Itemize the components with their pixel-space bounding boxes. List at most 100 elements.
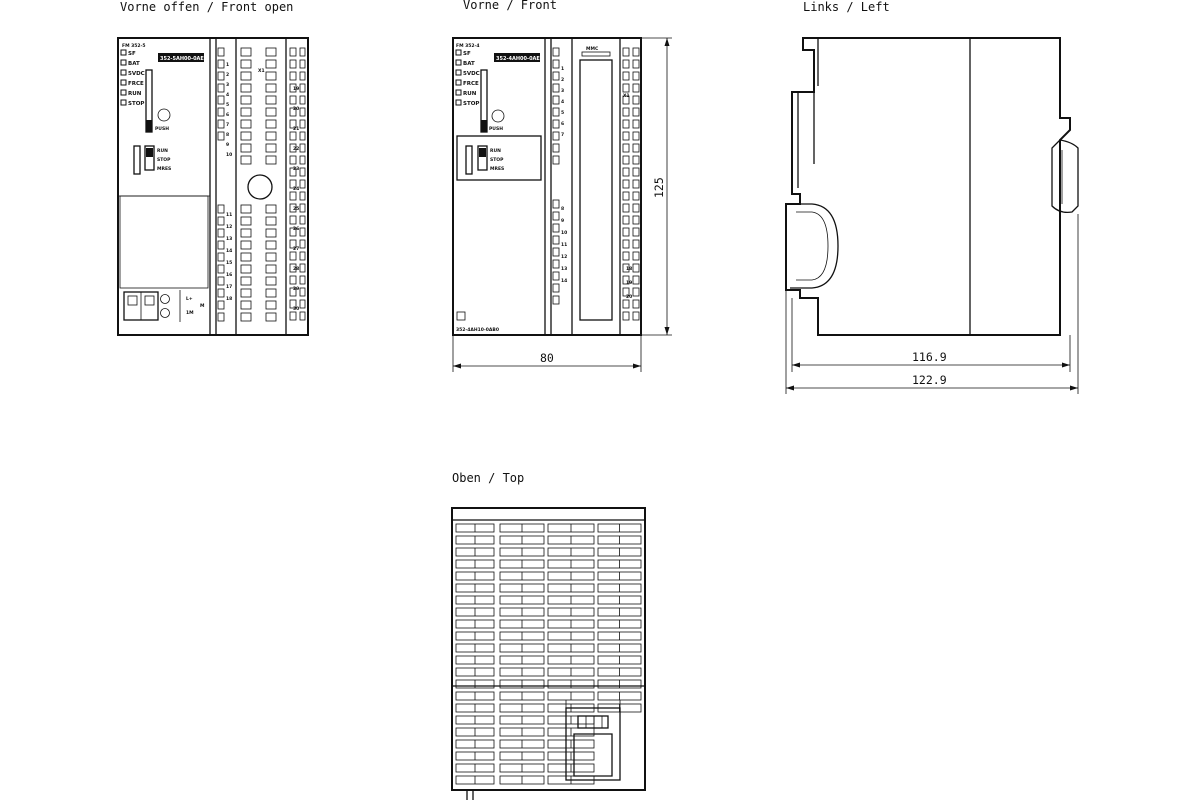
led-label: STOP	[128, 101, 144, 107]
connector-screw-icon	[247, 174, 273, 200]
mode-label: STOP	[490, 157, 504, 163]
terminal-cell	[240, 216, 252, 226]
mode-label: MRES	[490, 166, 504, 172]
terminal-cell	[240, 131, 252, 141]
terminal-cell	[632, 287, 640, 297]
terminal-cell	[622, 107, 630, 117]
terminal-cell	[632, 251, 640, 261]
terminal-cell	[552, 211, 560, 221]
top-view	[451, 507, 646, 800]
terminal-cell	[289, 155, 297, 165]
terminal-cell	[240, 107, 252, 117]
terminal-cell	[217, 252, 225, 262]
terminal-cell	[622, 155, 630, 165]
front-terminal-strip	[552, 47, 640, 321]
terminal-cell	[299, 239, 306, 249]
pin-number: 21	[293, 126, 299, 132]
terminal-cell	[552, 59, 560, 69]
pin-number: 14	[561, 278, 567, 284]
terminal-cell	[240, 95, 252, 105]
terminal-cell	[552, 283, 560, 293]
terminal-cell	[217, 288, 225, 298]
terminal-cell	[265, 155, 277, 165]
terminal-cell	[632, 71, 640, 81]
pin-number: 16	[226, 272, 232, 278]
terminal-cell	[632, 167, 640, 177]
terminal-cell	[622, 275, 630, 285]
terminal-cell	[265, 83, 277, 93]
terminal-cell	[299, 59, 306, 69]
terminal-cell	[265, 228, 277, 238]
led-label: 5VDC	[128, 71, 145, 77]
dimension-height-value: 125	[652, 177, 666, 198]
terminal-cell	[299, 83, 306, 93]
pin-number: 11	[226, 212, 232, 218]
push-label: PUSH	[155, 126, 169, 132]
terminal-cell	[622, 95, 630, 105]
terminal-label: M	[200, 303, 205, 309]
terminal-cell	[299, 191, 306, 201]
terminal-cell	[240, 300, 252, 310]
terminal-cell	[240, 312, 252, 322]
terminal-cell	[265, 276, 277, 286]
terminal-cell	[622, 167, 630, 177]
terminal-cell	[552, 131, 560, 141]
terminal-cell	[632, 191, 640, 201]
terminal-cell	[622, 299, 630, 309]
terminal-cell	[217, 300, 225, 310]
terminal-cell	[552, 235, 560, 245]
terminal-cell	[299, 71, 306, 81]
terminal-cell	[552, 107, 560, 117]
pin-number: 30	[293, 306, 299, 312]
pin-number: 7	[226, 122, 229, 128]
pin-number: 1	[226, 62, 229, 68]
pin-number: 10	[226, 152, 232, 158]
pin-number: 14	[226, 248, 232, 254]
terminal-label: 1M	[186, 310, 194, 316]
dimension-width-value: 80	[540, 351, 554, 365]
terminal-cell	[240, 228, 252, 238]
title-top: Oben / Top	[452, 471, 524, 485]
terminal-cell	[552, 223, 560, 233]
pin-number: 5	[561, 110, 564, 116]
front-order-no: 352-4AH00-0AE0	[496, 56, 544, 62]
mode-label: RUN	[490, 148, 501, 154]
terminal-cell	[289, 215, 297, 225]
terminal-cell	[632, 227, 640, 237]
led-label: BAT	[463, 61, 475, 67]
front-outline	[452, 37, 642, 336]
terminal-cell	[217, 71, 225, 81]
terminal-cell	[289, 107, 297, 117]
top-outline	[451, 507, 646, 791]
pin-number: 13	[226, 236, 232, 242]
top-connector	[565, 707, 621, 781]
terminal-cell	[632, 143, 640, 153]
terminal-cell	[240, 155, 252, 165]
terminal-cell	[299, 275, 306, 285]
pin-number: 24	[293, 186, 299, 192]
terminal-cell	[299, 95, 306, 105]
terminal-cell	[552, 143, 560, 153]
terminal-cell	[265, 119, 277, 129]
pin-number: 3	[561, 88, 564, 94]
terminal-cell	[217, 107, 225, 117]
terminal-cell	[299, 143, 306, 153]
title-front-open: Vorne offen / Front open	[120, 0, 293, 14]
terminal-cell	[622, 263, 630, 273]
pin-number: 10	[561, 230, 567, 236]
pin-number: 12	[226, 224, 232, 230]
dimension-depth-outer: 122.9	[785, 214, 1079, 394]
terminal-cell	[632, 95, 640, 105]
din-rail-clip	[790, 203, 839, 289]
terminal-cell	[265, 252, 277, 262]
terminal-cell	[217, 312, 225, 322]
terminal-cell	[632, 215, 640, 225]
terminal-cell	[622, 47, 630, 57]
pin-number: 4	[561, 99, 564, 105]
front-open-order-badge	[158, 53, 204, 62]
terminal-cell	[552, 199, 560, 209]
terminal-cell	[632, 179, 640, 189]
terminal-cell	[289, 227, 297, 237]
terminal-cell	[299, 131, 306, 141]
terminal-cell	[299, 299, 306, 309]
